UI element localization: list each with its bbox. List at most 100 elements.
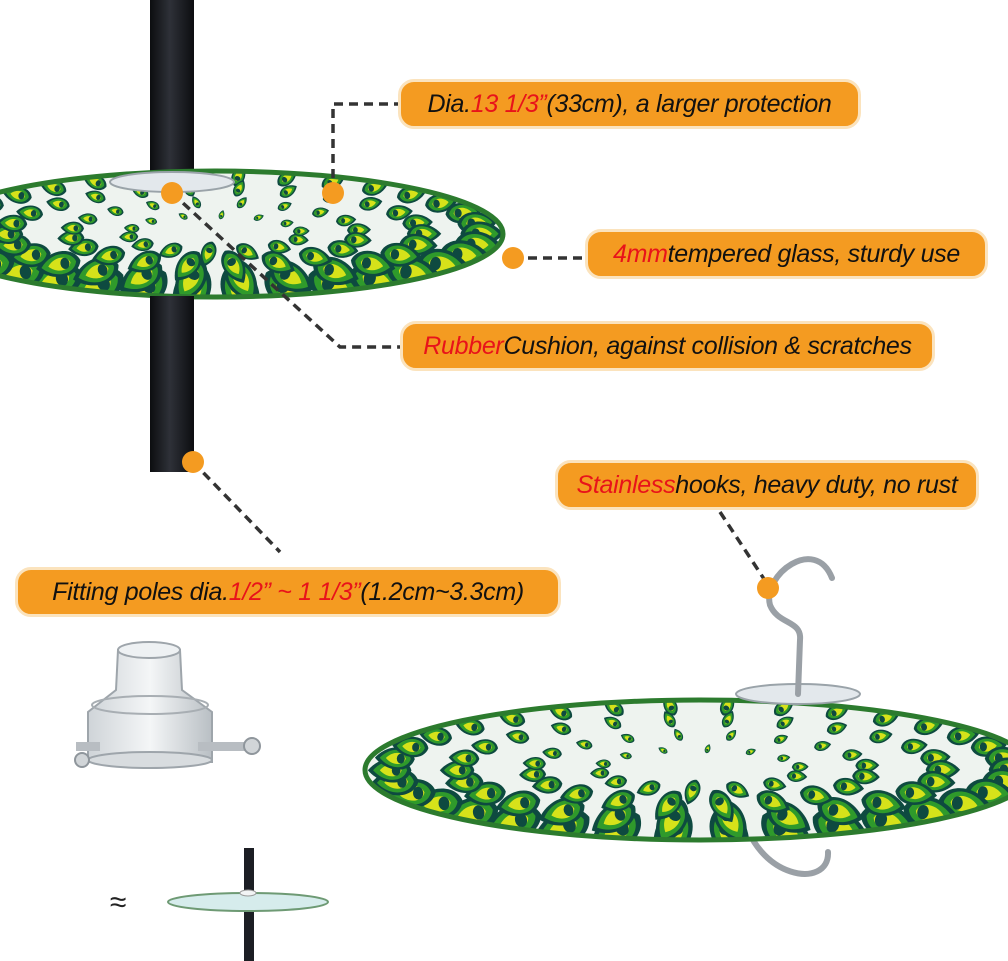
feather-mark <box>118 231 139 243</box>
feather-mark <box>658 747 668 754</box>
feather-mark <box>531 776 563 794</box>
feather-mark <box>852 768 880 785</box>
feather-mark <box>709 789 734 823</box>
leader-lines <box>170 102 770 586</box>
feather-mark <box>123 224 140 233</box>
feather-mark <box>900 738 928 755</box>
feather-mark <box>46 197 70 211</box>
feather-mark <box>16 205 44 221</box>
feather-mark <box>595 759 611 769</box>
feather-mark <box>663 711 676 728</box>
feather-mark <box>192 196 202 209</box>
callout-hooks: Stainless hooks, heavy duty, no rust <box>555 460 979 510</box>
approx-symbol: ≈ <box>110 886 127 919</box>
feather-mark <box>814 741 832 751</box>
feather-mark <box>726 781 750 798</box>
callout-poles-post: (1.2cm~3.3cm) <box>360 577 524 606</box>
feather-mark <box>620 733 635 743</box>
feather-mark <box>636 780 661 796</box>
feather-mark <box>575 739 593 750</box>
feather-mark <box>0 214 28 233</box>
feather-mark <box>817 797 864 826</box>
pole-upper <box>150 0 194 185</box>
feather-mark <box>869 729 893 744</box>
feather-mark <box>455 718 485 736</box>
feather-mark <box>519 766 547 783</box>
feather-mark <box>131 238 154 252</box>
pole-lower <box>150 296 194 472</box>
feather-mark <box>842 749 863 761</box>
feather-mark <box>590 767 610 779</box>
feather-mark <box>786 770 808 782</box>
feather-mark <box>200 241 217 267</box>
feather-mark <box>174 251 202 281</box>
feather-mark <box>280 219 294 228</box>
feather-mark <box>107 206 124 217</box>
feather-mark <box>505 730 530 744</box>
feather-mark <box>776 716 794 730</box>
feather-mark <box>277 201 292 211</box>
callout-dots <box>161 182 779 599</box>
feather-mark <box>601 789 635 812</box>
feather-mark <box>861 790 906 816</box>
feather-mark <box>77 213 98 225</box>
hook-top <box>766 556 835 697</box>
feather-mark <box>288 233 309 246</box>
feather-mark <box>0 249 15 280</box>
feather-mark <box>719 700 735 716</box>
feather-mark <box>826 722 848 735</box>
feather-mark <box>392 736 429 758</box>
feather-mark <box>674 728 684 741</box>
feather-mark <box>145 217 158 225</box>
pole-adapter <box>74 641 261 769</box>
feather-mark <box>158 242 183 258</box>
feather-mark <box>261 251 295 274</box>
callout-diameter-pre: Dia. <box>427 89 471 118</box>
feather-mark <box>298 246 333 267</box>
feather-mark <box>726 729 737 741</box>
callout-hooks-post: hooks, heavy duty, no rust <box>675 470 958 499</box>
feather-mark <box>495 790 541 817</box>
feather-mark <box>721 711 734 728</box>
feather-mark <box>312 207 330 218</box>
top-baffle <box>0 168 506 300</box>
feather-mark <box>560 784 594 804</box>
feather-mark <box>85 190 106 204</box>
callout-glass-post: tempered glass, sturdy use <box>667 239 961 268</box>
feather-mark <box>745 748 756 756</box>
feather-mark <box>655 790 683 820</box>
feather-mark <box>127 250 161 273</box>
feather-mark <box>221 250 246 283</box>
feather-mark <box>538 797 585 826</box>
feather-mark <box>359 197 383 211</box>
feather-mark <box>335 214 357 227</box>
feather-mark <box>145 201 160 211</box>
feather-mark <box>777 754 791 762</box>
feather-mark <box>619 752 632 760</box>
callout-glass: 4mm tempered glass, sturdy use <box>585 229 988 279</box>
feather-mark <box>799 785 834 806</box>
feather-mark <box>292 226 310 236</box>
callout-poles-pre: Fitting poles dia. <box>52 577 229 606</box>
feather-mark <box>60 221 84 235</box>
feather-mark <box>178 213 188 220</box>
feather-mark <box>267 239 292 254</box>
feather-mark <box>704 744 711 754</box>
large-baffle <box>362 556 1008 877</box>
callout-hooks-highlight: Stainless <box>576 470 676 499</box>
feather-mark <box>756 790 790 813</box>
feather-mark <box>791 762 809 772</box>
feather-mark <box>684 779 701 805</box>
feather-mark <box>236 197 247 209</box>
callout-rubber-post: Cushion, against collision & scratches <box>503 331 912 360</box>
feather-mark <box>448 749 480 767</box>
feather-mark <box>895 781 938 805</box>
feather-mark <box>471 739 498 755</box>
installed-mini-view <box>167 848 329 961</box>
callout-diameter-highlight: 13 1/3” <box>470 89 547 118</box>
feather-mark <box>604 775 628 789</box>
feather-mark <box>833 777 865 796</box>
feather-mark <box>253 214 264 221</box>
feather-mark <box>380 242 422 267</box>
feather-mark <box>763 777 787 792</box>
